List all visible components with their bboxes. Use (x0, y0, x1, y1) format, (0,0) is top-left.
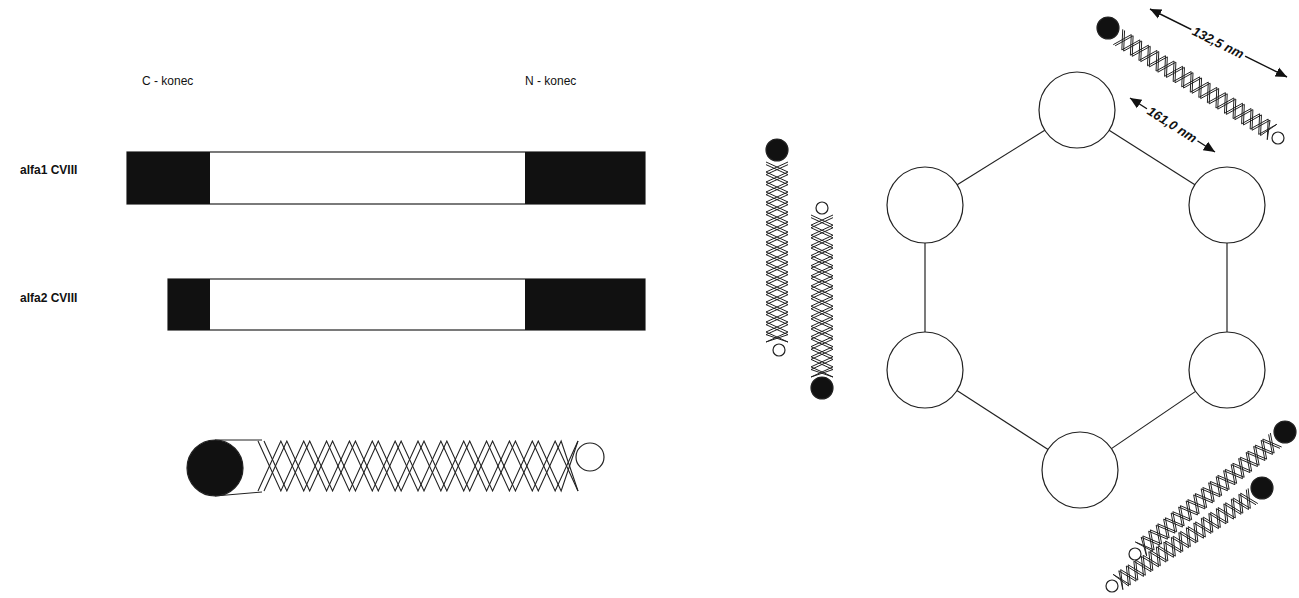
lattice-node (1042, 432, 1118, 508)
domain-bar (168, 279, 645, 330)
nc2-domain (525, 279, 645, 330)
nc2-globule (1129, 548, 1141, 560)
helix-strand (766, 165, 788, 342)
chain-label: alfa2 CVIII (20, 292, 77, 305)
lattice-node (1189, 167, 1265, 243)
helix-strand (766, 162, 788, 342)
helix-strand (258, 441, 578, 491)
helix-strand (264, 441, 578, 491)
nc1-globule (1251, 477, 1273, 499)
helix-strand (264, 441, 578, 491)
lattice-node (887, 332, 963, 408)
lattice-node (1039, 72, 1115, 148)
nc2-globule (773, 344, 785, 356)
dimension-arrow (1150, 9, 1287, 77)
nc2-domain (525, 152, 645, 204)
nc1-globule (766, 139, 788, 161)
nc1-globule (187, 440, 243, 496)
nc2-globule (1272, 132, 1284, 144)
nc1-globule (1274, 421, 1296, 443)
dimension-label: 132,5 nm (1188, 23, 1248, 62)
nc1-globule (1097, 17, 1119, 39)
helix-strand (811, 218, 833, 377)
helix-strand (1143, 439, 1282, 556)
helix-strand (1122, 29, 1277, 134)
dimension-arrow (1130, 98, 1215, 152)
nc1-domain (127, 152, 210, 204)
helix-strand (1119, 494, 1256, 589)
lattice-node (887, 167, 963, 243)
helix-strand (1141, 440, 1280, 556)
helix-strand (766, 165, 788, 342)
lattice-link (1111, 391, 1195, 448)
helix-strand (1121, 493, 1258, 589)
helix-strand (811, 215, 833, 377)
terminus-label: C - konec (142, 75, 193, 88)
lattice-node (1189, 332, 1265, 408)
nc1-domain (168, 279, 210, 330)
helix-strand (811, 218, 833, 377)
lattice-link (924, 243, 925, 332)
dimension-label: 161,0 nm (1143, 103, 1201, 147)
helix-strand (258, 441, 578, 491)
terminus-label: N - konec (525, 75, 576, 88)
lattice-link (957, 391, 1048, 450)
helix-strand (811, 215, 833, 377)
domain-bar (127, 152, 645, 204)
nc2-globule (576, 443, 604, 471)
helix-strand (1124, 30, 1277, 135)
nc2-globule (816, 202, 828, 214)
helix-strand (766, 162, 788, 342)
nc1-globule (811, 377, 833, 399)
lattice-link (957, 130, 1045, 185)
chain-label: alfa1 CVIII (20, 164, 77, 177)
lattice-link (1226, 243, 1227, 332)
nc2-globule (1106, 580, 1118, 592)
